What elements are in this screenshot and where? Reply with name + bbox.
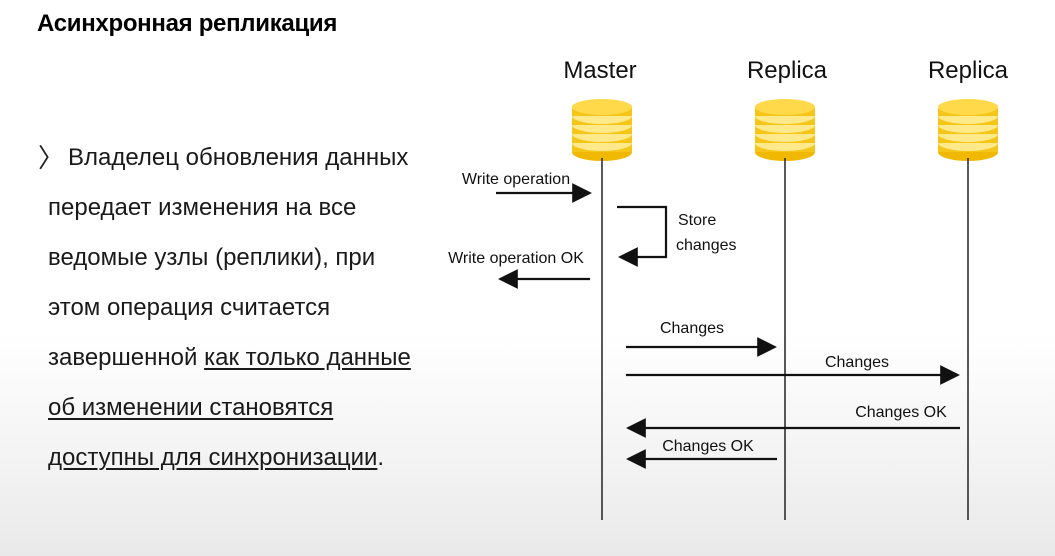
bullet-text-period: . (377, 444, 385, 471)
replica-1-label: Replica (747, 57, 828, 84)
bullet-text-line-2: передает изменения на все (48, 194, 357, 221)
write-operation-label: Write operation (462, 171, 570, 188)
bullet-text-emphasis: об изменении становятся (48, 394, 334, 421)
replica-2-label: Replica (928, 57, 1009, 84)
store-changes-arrow (617, 205, 668, 267)
write-operation-ok-label: Write operation OK (448, 250, 584, 267)
bullet-chevron-icon: 〉 (38, 143, 65, 173)
bullet-text-emphasis: доступны для синхронизации (48, 444, 378, 471)
bullet-text-line-6: об изменении становятся (48, 390, 333, 430)
bullet-text-line-1: Владелец обновления данных (68, 144, 409, 171)
changes-ok-replica-2-label: Changes OK (855, 404, 947, 421)
master-label: Master (563, 57, 636, 84)
replica-2-database-icon (938, 99, 998, 161)
slide-title: Асинхронная репликация (37, 10, 338, 37)
store-changes-label-2: changes (676, 237, 737, 254)
store-changes-label-1: Store (678, 212, 716, 229)
bullet-text-emphasis: как только данные (204, 344, 411, 371)
bullet-text-line-7: доступны для синхронизации. (48, 440, 384, 480)
changes-replica-1-label: Changes (660, 320, 724, 337)
bullet-text-line-3: ведомые узлы (реплики), при (48, 244, 376, 271)
master-database-icon (572, 99, 632, 161)
changes-ok-replica-1-label: Changes OK (662, 438, 754, 455)
bullet-text-line-4: этом операция считается (48, 294, 331, 321)
replica-1-database-icon (755, 99, 815, 161)
changes-replica-2-label: Changes (825, 354, 889, 371)
bullet-text-line-5: завершенной как только данные (48, 340, 411, 380)
bullet-text-plain: завершенной (48, 344, 205, 371)
